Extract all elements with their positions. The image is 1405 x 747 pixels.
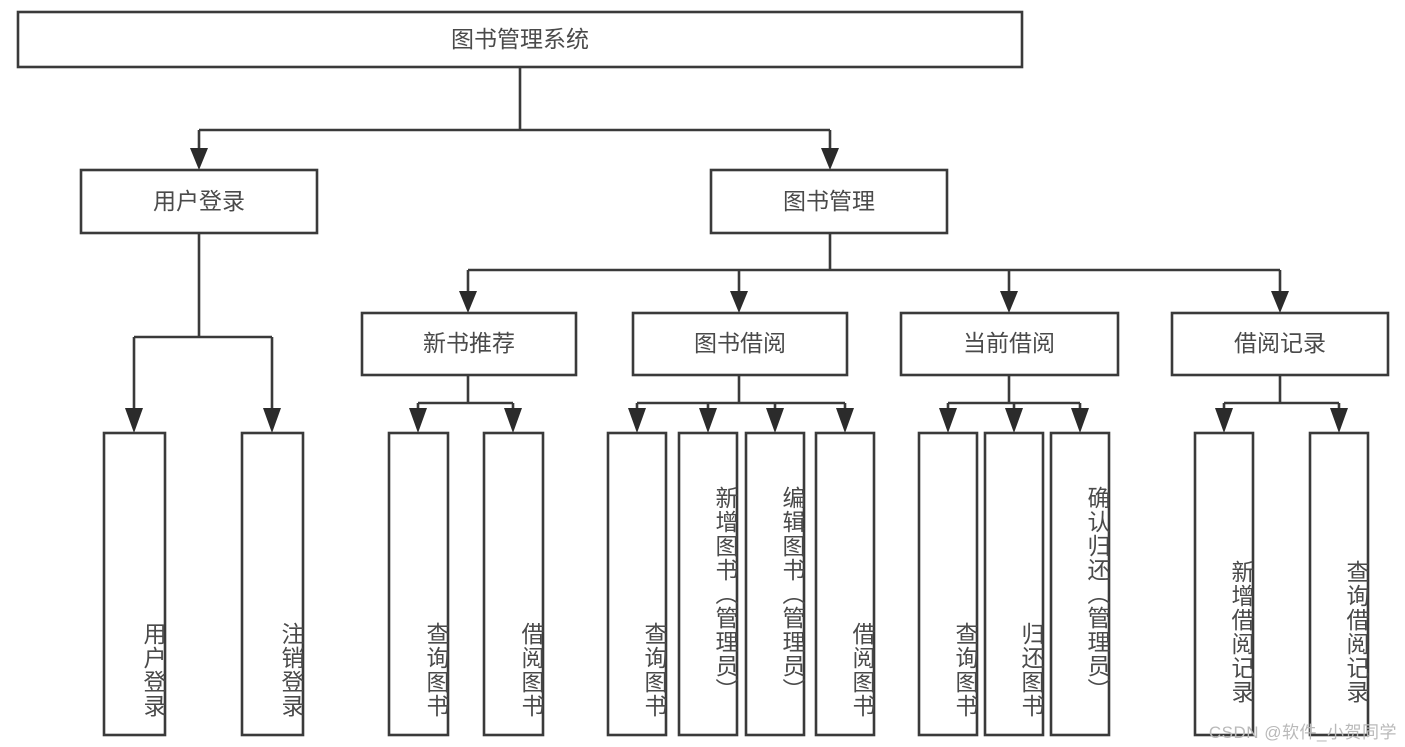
arrow-head-book-manage bbox=[821, 148, 839, 170]
node-box-leaf-query-book-3[interactable] bbox=[917, 431, 979, 737]
node-box-leaf-add-borrow-record[interactable] bbox=[1193, 431, 1255, 737]
connector-group-root bbox=[190, 67, 839, 170]
node-box-book-borrow[interactable] bbox=[631, 311, 849, 377]
node-label-current-borrow: 当前借阅 bbox=[963, 330, 1055, 356]
connector-group-book-borrow bbox=[628, 375, 854, 433]
arrow-head-leaf-add-borrow-record bbox=[1215, 408, 1233, 433]
connector-group-new-book-recommend bbox=[409, 375, 522, 433]
node-box-leaf-user-login[interactable] bbox=[102, 431, 167, 737]
arrow-head-leaf-user-login bbox=[125, 408, 143, 433]
arrow-head-leaf-query-book-1 bbox=[409, 408, 427, 433]
node-box-leaf-borrow-book-1[interactable] bbox=[482, 431, 545, 737]
node-box-leaf-query-book-1[interactable] bbox=[387, 431, 450, 737]
arrow-head-leaf-query-book-2 bbox=[628, 408, 646, 433]
arrow-head-leaf-borrow-book-1 bbox=[504, 408, 522, 433]
node-box-leaf-confirm-return[interactable] bbox=[1049, 431, 1111, 737]
arrow-head-current-borrow bbox=[1000, 291, 1018, 313]
connector-group-borrow-record bbox=[1215, 375, 1348, 433]
arrow-head-user-login bbox=[190, 148, 208, 170]
node-box-leaf-logout-login[interactable] bbox=[240, 431, 305, 737]
arrow-head-new-book-recommend bbox=[459, 291, 477, 313]
arrow-head-leaf-confirm-return bbox=[1071, 408, 1089, 433]
connector-group-user-login bbox=[125, 233, 281, 433]
arrow-head-leaf-borrow-book-2 bbox=[836, 408, 854, 433]
node-box-current-borrow[interactable] bbox=[899, 311, 1120, 377]
node-box-borrow-record[interactable] bbox=[1170, 311, 1390, 377]
arrow-head-leaf-add-book bbox=[699, 408, 717, 433]
node-label-book-borrow: 图书借阅 bbox=[694, 330, 786, 356]
node-box-leaf-edit-book[interactable] bbox=[744, 431, 806, 737]
connector-group-current-borrow bbox=[939, 375, 1089, 433]
arrow-head-leaf-query-borrow-record bbox=[1330, 408, 1348, 433]
node-box-user-login[interactable] bbox=[79, 168, 319, 235]
node-box-book-manage[interactable] bbox=[709, 168, 949, 235]
connector-group-book-manage bbox=[459, 233, 1289, 313]
node-box-leaf-query-book-2[interactable] bbox=[606, 431, 668, 737]
node-box-leaf-borrow-book-2[interactable] bbox=[814, 431, 876, 737]
node-box-leaf-return-book[interactable] bbox=[983, 431, 1045, 737]
node-label-borrow-record: 借阅记录 bbox=[1234, 330, 1326, 356]
node-box-new-book-recommend[interactable] bbox=[360, 311, 578, 377]
arrow-head-leaf-edit-book bbox=[766, 408, 784, 433]
node-label-user-login: 用户登录 bbox=[153, 188, 245, 214]
arrow-head-borrow-record bbox=[1271, 291, 1289, 313]
node-label-book-manage: 图书管理 bbox=[783, 188, 875, 214]
node-box-leaf-add-book[interactable] bbox=[677, 431, 739, 737]
arrow-head-leaf-query-book-3 bbox=[939, 408, 957, 433]
csdn-watermark: CSDN @软件_小贺同学 bbox=[1208, 723, 1397, 742]
arrow-head-book-borrow bbox=[730, 291, 748, 313]
node-label-root: 图书管理系统 bbox=[451, 26, 589, 52]
node-box-root[interactable] bbox=[16, 10, 1024, 69]
node-box-leaf-query-borrow-record[interactable] bbox=[1308, 431, 1370, 737]
arrow-head-leaf-return-book bbox=[1005, 408, 1023, 433]
arrow-head-leaf-logout-login bbox=[263, 408, 281, 433]
node-label-new-book-recommend: 新书推荐 bbox=[423, 330, 515, 356]
